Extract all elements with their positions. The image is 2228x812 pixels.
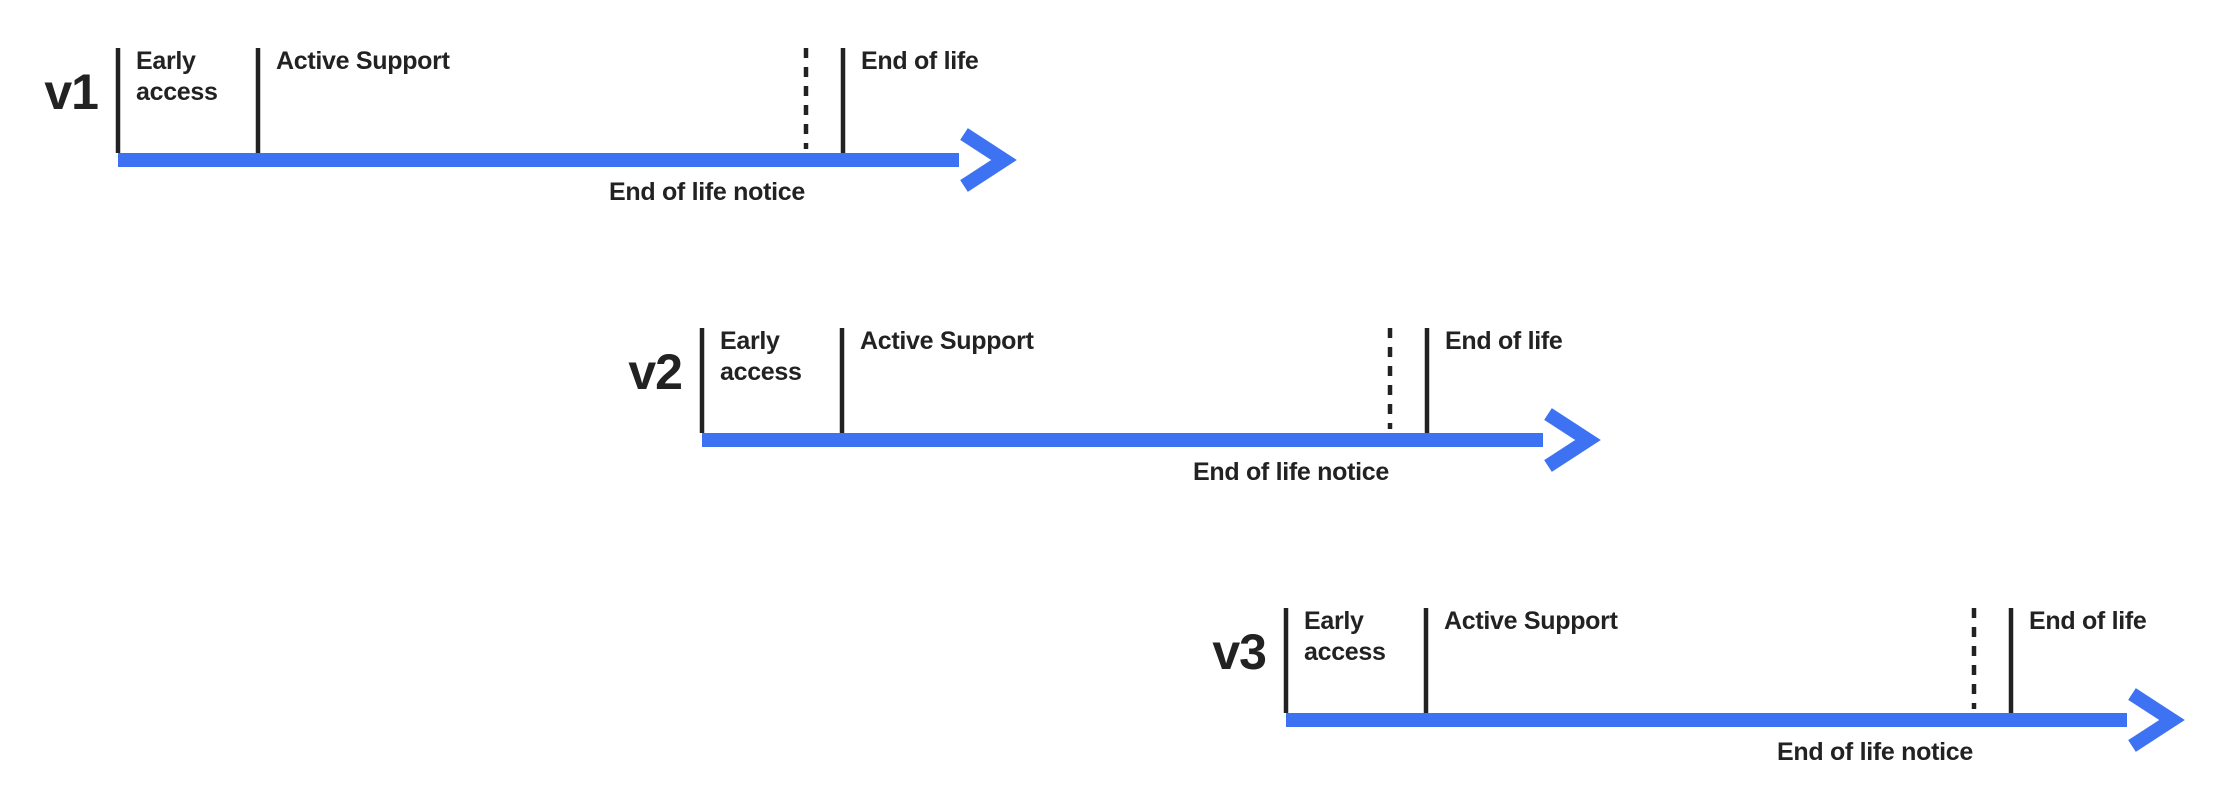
end-of-life-label: End of life [861,47,979,75]
end-of-life-label: End of life [1445,327,1563,355]
timeline-v3-graphic [1283,608,2185,752]
version-label: v1 [44,64,99,120]
timeline-v2-graphic [699,328,1601,472]
timeline-v3: v3 Early access Active Support End of li… [1186,598,2206,812]
active-support-label: Active Support [1444,607,1618,635]
end-of-life-notice-label: End of life notice [1193,458,1389,486]
timeline-arrowhead-icon [960,128,1017,192]
active-support-label: Active Support [860,327,1034,355]
version-label: v2 [628,344,683,400]
early-access-label: Early access [720,327,802,386]
early-access-label: Early access [1304,607,1386,666]
end-of-life-notice-label: End of life notice [609,178,805,206]
timeline-arrowhead-icon [1544,408,1601,472]
end-of-life-label: End of life [2029,607,2147,635]
timeline-arrowhead-icon [2128,688,2185,752]
end-of-life-notice-label: End of life notice [1777,738,1973,766]
timeline-v2: v2 Early access Active Support End of li… [602,318,1622,533]
early-access-label: Early access [136,47,218,106]
timeline-v1-graphic [115,48,1017,192]
timeline-v1: v1 Early access Active Support End of li… [18,38,1038,253]
active-support-label: Active Support [276,47,450,75]
version-label: v3 [1212,624,1267,680]
